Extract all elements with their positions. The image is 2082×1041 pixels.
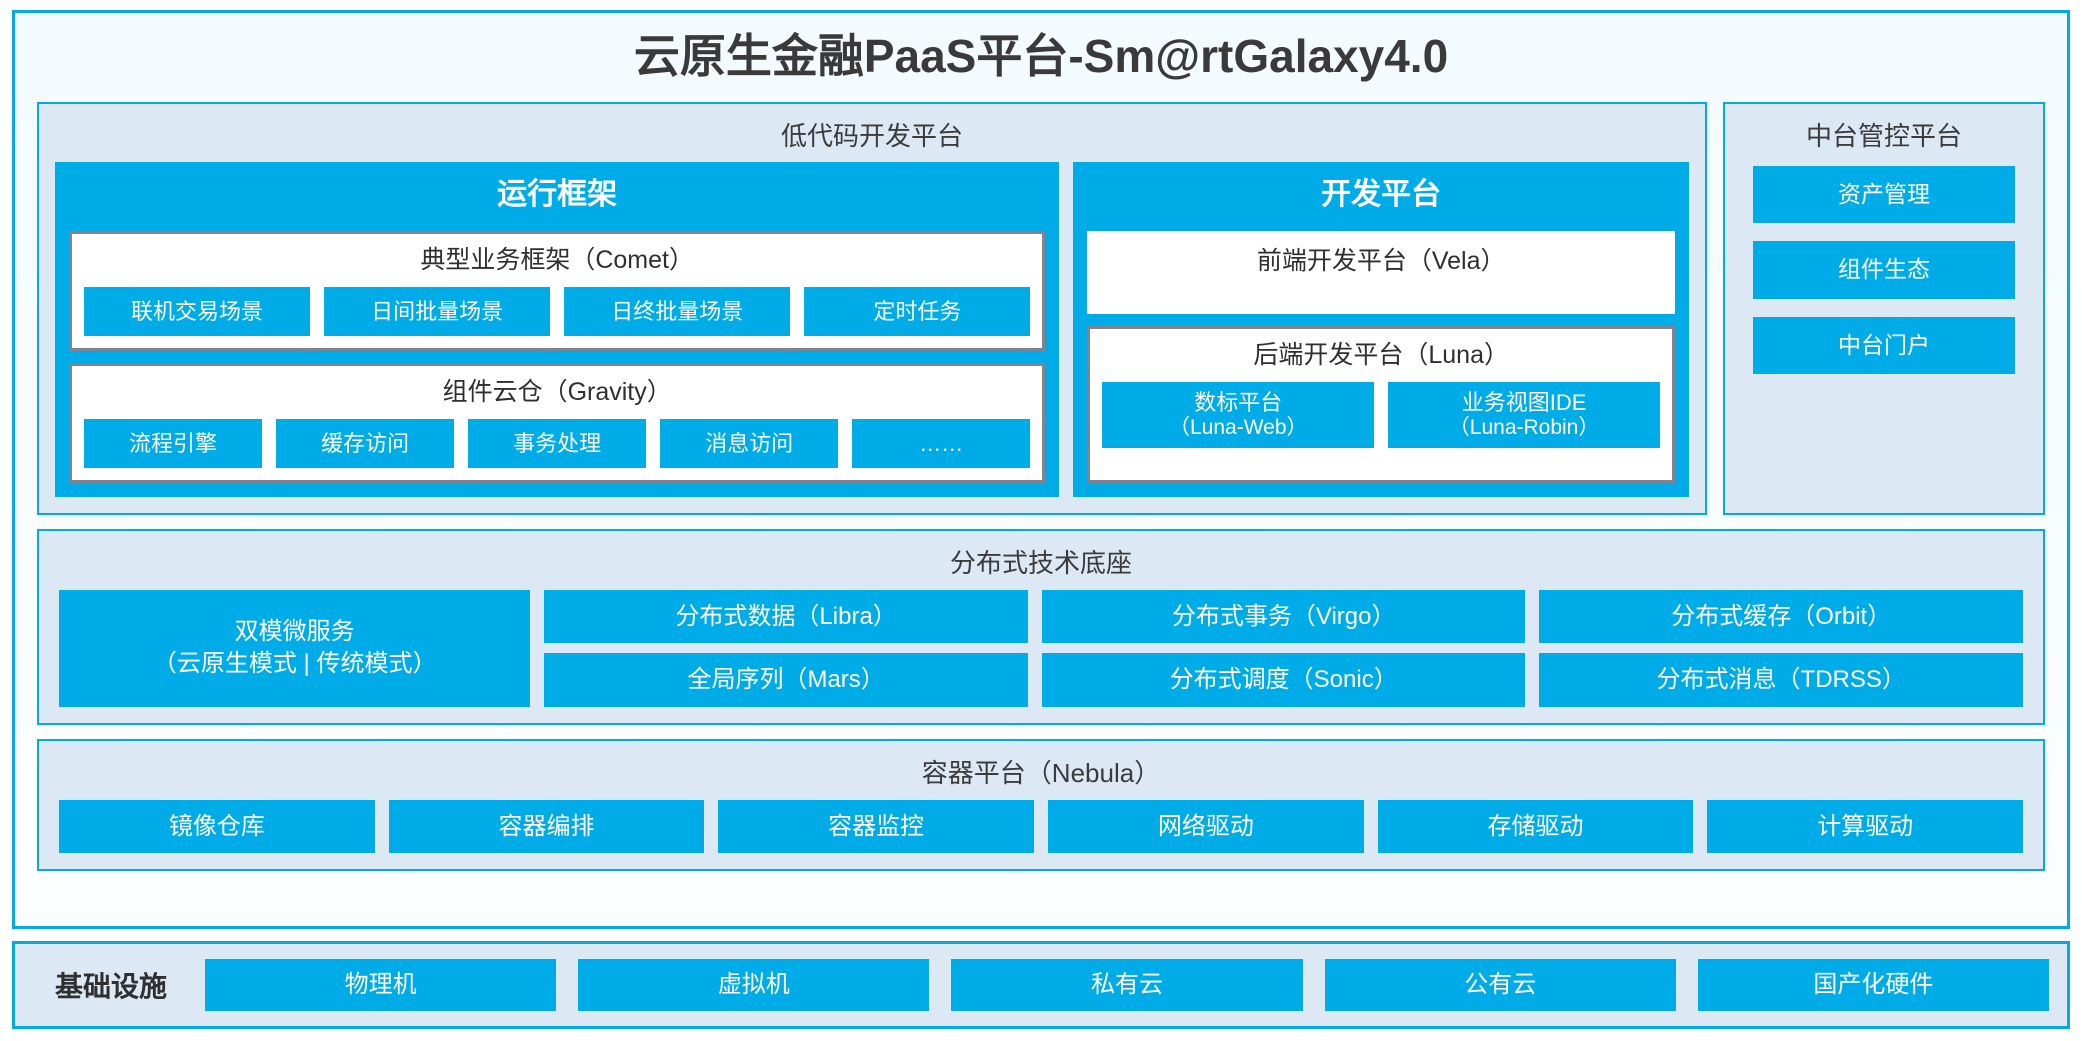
- luna-item-robin[interactable]: 业务视图IDE （Luna-Robin）: [1388, 381, 1660, 449]
- infrastructure-item-physical-machine[interactable]: 物理机: [205, 959, 557, 1011]
- distributed-foundation-panel: 分布式技术底座 双模微服务 （云原生模式 | 传统模式） 分布式数据（Libra…: [37, 529, 2045, 726]
- luna-item-robin-name: 业务视图IDE: [1461, 389, 1587, 415]
- distributed-column-transaction: 分布式事务（Virgo） 分布式调度（Sonic）: [1041, 589, 1526, 708]
- control-platform-item-asset[interactable]: 资产管理: [1753, 166, 2015, 224]
- comet-item[interactable]: 日终批量场景: [564, 286, 791, 337]
- dual-mode-microservice-line2: （云原生模式 | 传统模式）: [152, 650, 437, 678]
- lowcode-platform-panel: 低代码开发平台 运行框架 典型业务框架（Comet） 联机交易场景 日间批量场景…: [37, 101, 1707, 516]
- gravity-title: 组件云仓（Gravity）: [442, 378, 672, 407]
- distributed-cell-orbit[interactable]: 分布式缓存（Orbit）: [1539, 589, 2023, 644]
- control-platform-panel: 中台管控平台 资产管理 组件生态 中台门户: [1723, 101, 2045, 516]
- infrastructure-label: 基础设施: [55, 971, 168, 1002]
- runtime-framework-title: 运行框架: [497, 178, 618, 212]
- gravity-item-more[interactable]: ……: [852, 418, 1031, 469]
- comet-box: 典型业务框架（Comet） 联机交易场景 日间批量场景 日终批量场景 定时任务: [69, 231, 1046, 352]
- distributed-cell-tdrss[interactable]: 分布式消息（TDRSS）: [1539, 653, 2023, 708]
- dual-mode-microservice-line1: 双模微服务: [234, 618, 355, 646]
- container-item-storage-driver[interactable]: 存储驱动: [1377, 799, 1694, 854]
- development-platform-block: 开发平台 前端开发平台（Vela） 后端开发平台（Luna）: [1073, 162, 1689, 498]
- container-item-monitoring[interactable]: 容器监控: [718, 799, 1035, 854]
- container-item-compute-driver[interactable]: 计算驱动: [1707, 799, 2024, 854]
- container-item-image-registry[interactable]: 镜像仓库: [59, 799, 375, 854]
- container-platform-title: 容器平台（Nebula）: [921, 758, 1161, 789]
- container-platform-panel: 容器平台（Nebula） 镜像仓库 容器编排 容器监控 网络驱动 存储驱动 计算…: [37, 739, 2045, 872]
- luna-item-robin-code: （Luna-Robin）: [1448, 416, 1600, 440]
- container-item-network-driver[interactable]: 网络驱动: [1048, 799, 1364, 854]
- comet-title: 典型业务框架（Comet）: [420, 246, 694, 275]
- luna-item-web-name: 数标平台: [1194, 389, 1283, 415]
- development-platform-title: 开发平台: [1321, 178, 1442, 212]
- container-item-orchestration[interactable]: 容器编排: [388, 799, 705, 854]
- comet-item[interactable]: 联机交易场景: [84, 286, 311, 337]
- page-title: 云原生金融PaaS平台-Sm@rtGalaxy4.0: [633, 30, 1449, 82]
- platform-card: 云原生金融PaaS平台-Sm@rtGalaxy4.0 低代码开发平台 运行框架 …: [12, 10, 2070, 929]
- vela-box[interactable]: 前端开发平台（Vela）: [1087, 231, 1675, 314]
- distributed-cell-mars[interactable]: 全局序列（Mars）: [544, 653, 1028, 708]
- distributed-cell-libra[interactable]: 分布式数据（Libra）: [544, 589, 1028, 644]
- luna-item-web-code: （Luna-Web）: [1169, 416, 1308, 440]
- lowcode-platform-title: 低代码开发平台: [780, 120, 963, 151]
- control-platform-item-portal[interactable]: 中台门户: [1753, 316, 2015, 375]
- distributed-cell-virgo[interactable]: 分布式事务（Virgo）: [1041, 589, 1526, 644]
- distributed-grid: 双模微服务 （云原生模式 | 传统模式） 分布式数据（Libra） 全局序列（M…: [55, 589, 2027, 708]
- comet-item[interactable]: 日间批量场景: [324, 286, 551, 337]
- dual-mode-microservice-cell[interactable]: 双模微服务 （云原生模式 | 传统模式）: [59, 589, 531, 708]
- control-platform-title: 中台管控平台: [1805, 120, 1962, 151]
- luna-title: 后端开发平台（Luna）: [1253, 341, 1509, 369]
- comet-chip-row: 联机交易场景 日间批量场景 日终批量场景 定时任务: [84, 286, 1031, 337]
- luna-chip-row: 数标平台 （Luna-Web） 业务视图IDE （Luna-Robin）: [1102, 381, 1660, 449]
- distributed-column-data: 分布式数据（Libra） 全局序列（Mars）: [544, 589, 1028, 708]
- luna-box: 后端开发平台（Luna） 数标平台 （Luna-Web） 业务视图IDE （Lu…: [1087, 326, 1675, 484]
- infrastructure-cells: 物理机 虚拟机 私有云 公有云 国产化硬件: [205, 959, 2050, 1011]
- gravity-item[interactable]: 事务处理: [468, 418, 647, 469]
- row-lowcode-and-control: 低代码开发平台 运行框架 典型业务框架（Comet） 联机交易场景 日间批量场景…: [37, 101, 2045, 516]
- runtime-framework-block: 运行框架 典型业务框架（Comet） 联机交易场景 日间批量场景 日终批量场景 …: [55, 162, 1060, 498]
- vela-title: 前端开发平台（Vela）: [1256, 247, 1506, 276]
- infrastructure-item-private-cloud[interactable]: 私有云: [951, 959, 1303, 1011]
- infrastructure-item-virtual-machine[interactable]: 虚拟机: [578, 959, 930, 1011]
- gravity-item[interactable]: 消息访问: [660, 418, 839, 469]
- control-platform-list: 资产管理 组件生态 中台门户: [1741, 162, 2027, 384]
- distributed-foundation-title: 分布式技术底座: [949, 548, 1132, 579]
- container-platform-row: 镜像仓库 容器编排 容器监控 网络驱动 存储驱动 计算驱动: [55, 799, 2027, 854]
- gravity-item[interactable]: 流程引擎: [84, 418, 263, 469]
- distributed-column-cache: 分布式缓存（Orbit） 分布式消息（TDRSS）: [1539, 589, 2023, 708]
- infrastructure-item-domestic-hardware[interactable]: 国产化硬件: [1697, 959, 2050, 1011]
- distributed-cell-sonic[interactable]: 分布式调度（Sonic）: [1041, 653, 1526, 708]
- infrastructure-card: 基础设施 物理机 虚拟机 私有云 公有云 国产化硬件: [12, 941, 2070, 1029]
- control-platform-item-component[interactable]: 组件生态: [1753, 241, 2015, 299]
- luna-item-web[interactable]: 数标平台 （Luna-Web）: [1102, 381, 1375, 449]
- comet-item[interactable]: 定时任务: [804, 286, 1031, 337]
- infrastructure-item-public-cloud[interactable]: 公有云: [1324, 959, 1676, 1011]
- gravity-chip-row: 流程引擎 缓存访问 事务处理 消息访问 ……: [84, 418, 1031, 469]
- gravity-item[interactable]: 缓存访问: [276, 418, 455, 469]
- gravity-box: 组件云仓（Gravity） 流程引擎 缓存访问 事务处理 消息访问 ……: [69, 363, 1046, 484]
